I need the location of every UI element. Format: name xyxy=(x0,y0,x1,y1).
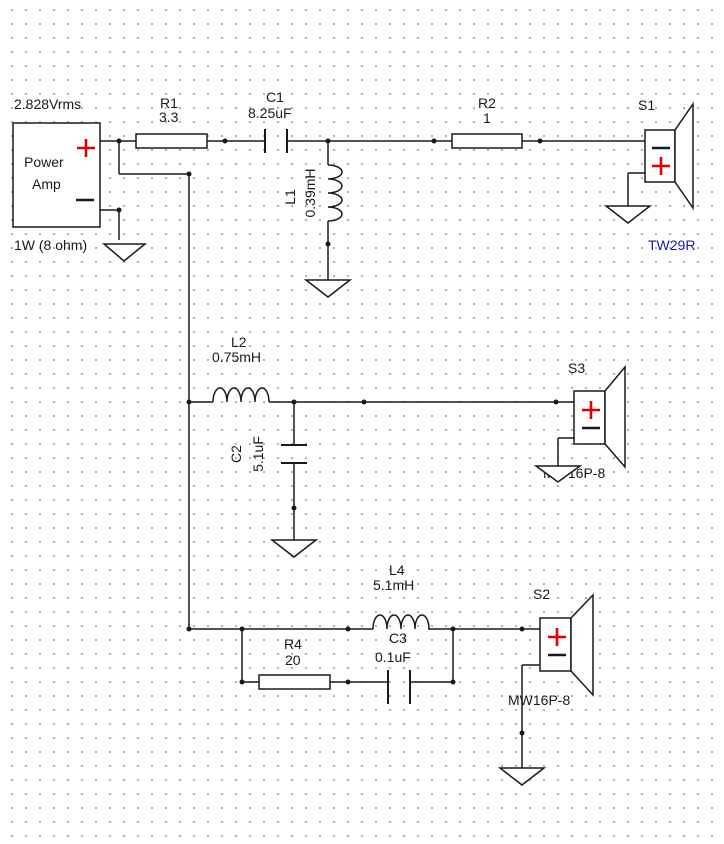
r2-value-label: 1 xyxy=(483,110,491,126)
r2-ref-label: R2 xyxy=(478,95,496,111)
ground-icon xyxy=(603,205,653,224)
s3-ref-label: S3 xyxy=(568,360,585,376)
source-power-label: 1W (8 ohm) xyxy=(14,237,87,253)
junction-dot xyxy=(116,207,122,213)
junction-dot xyxy=(519,730,525,736)
r1-ref-label: R1 xyxy=(160,95,178,111)
wires xyxy=(100,140,645,768)
junction-dot xyxy=(345,626,351,632)
ground-icon xyxy=(533,465,583,483)
resistor-r4[interactable] xyxy=(258,674,331,690)
speaker-s1[interactable] xyxy=(644,101,694,211)
c2-ref-label: C2 xyxy=(228,445,244,463)
junction-dot xyxy=(186,171,192,177)
junction-dot xyxy=(291,399,297,405)
s2-model-label: MW16P-8 xyxy=(508,692,570,708)
inductor-l2[interactable] xyxy=(212,387,270,403)
junction-dot xyxy=(325,241,331,247)
speaker-s2[interactable] xyxy=(539,593,594,697)
r4-ref-label: R4 xyxy=(284,636,302,652)
capacitor-c1[interactable] xyxy=(264,129,288,153)
junction-dot xyxy=(239,679,245,685)
l2-ref-label: L2 xyxy=(231,334,247,350)
inductor-l1[interactable] xyxy=(327,164,343,222)
junction-dot xyxy=(537,138,543,144)
speaker-s3[interactable] xyxy=(573,364,626,470)
resistor-r2[interactable] xyxy=(451,133,523,149)
junction-dot xyxy=(222,138,228,144)
junction-dot xyxy=(186,399,192,405)
junction-dot xyxy=(291,505,297,511)
ground-icon xyxy=(101,243,148,262)
junction-dot xyxy=(325,138,331,144)
inductor-l4[interactable] xyxy=(372,614,430,630)
s1-ref-label: S1 xyxy=(638,97,655,113)
amp-name-line1: Power xyxy=(24,154,64,170)
c3-ref-label: C3 xyxy=(389,630,407,646)
junction-dot xyxy=(553,399,559,405)
l1-ref-label: L1 xyxy=(282,189,298,205)
resistor-r1[interactable] xyxy=(135,133,208,149)
junction-dot xyxy=(186,626,192,632)
junction-dot xyxy=(239,626,245,632)
junction-dots xyxy=(116,138,559,736)
source-voltage-label: 2.828Vrms xyxy=(14,96,81,112)
ground-icon xyxy=(303,279,353,298)
c3-value-label: 0.1uF xyxy=(375,649,411,665)
r4-value-label: 20 xyxy=(285,652,301,668)
r1-value-label: 3.3 xyxy=(159,109,179,125)
c1-ref-label: C1 xyxy=(266,89,284,105)
s1-model-label: TW29R xyxy=(648,237,695,253)
amp-name-line2: Amp xyxy=(32,176,61,192)
l4-value-label: 5.1mH xyxy=(373,577,414,593)
junction-dot xyxy=(431,138,437,144)
junction-dot xyxy=(361,399,367,405)
capacitor-c2[interactable] xyxy=(281,444,307,464)
s2-ref-label: S2 xyxy=(533,586,550,602)
l1-value-label: 0.39mH xyxy=(302,168,318,217)
ground-icon xyxy=(497,767,547,786)
junction-dot xyxy=(519,626,525,632)
power-amp-source[interactable]: Power Amp xyxy=(12,122,101,228)
junction-dot xyxy=(450,626,456,632)
capacitor-c3[interactable] xyxy=(387,670,411,704)
c1-value-label: 8.25uF xyxy=(248,105,292,121)
junction-dot xyxy=(345,679,351,685)
l2-value-label: 0.75mH xyxy=(212,349,261,365)
ground-icon xyxy=(269,539,319,558)
junction-dot xyxy=(116,138,122,144)
junction-dot xyxy=(450,679,456,685)
c2-value-label: 5.1uF xyxy=(250,436,266,472)
l4-ref-label: L4 xyxy=(389,562,405,578)
